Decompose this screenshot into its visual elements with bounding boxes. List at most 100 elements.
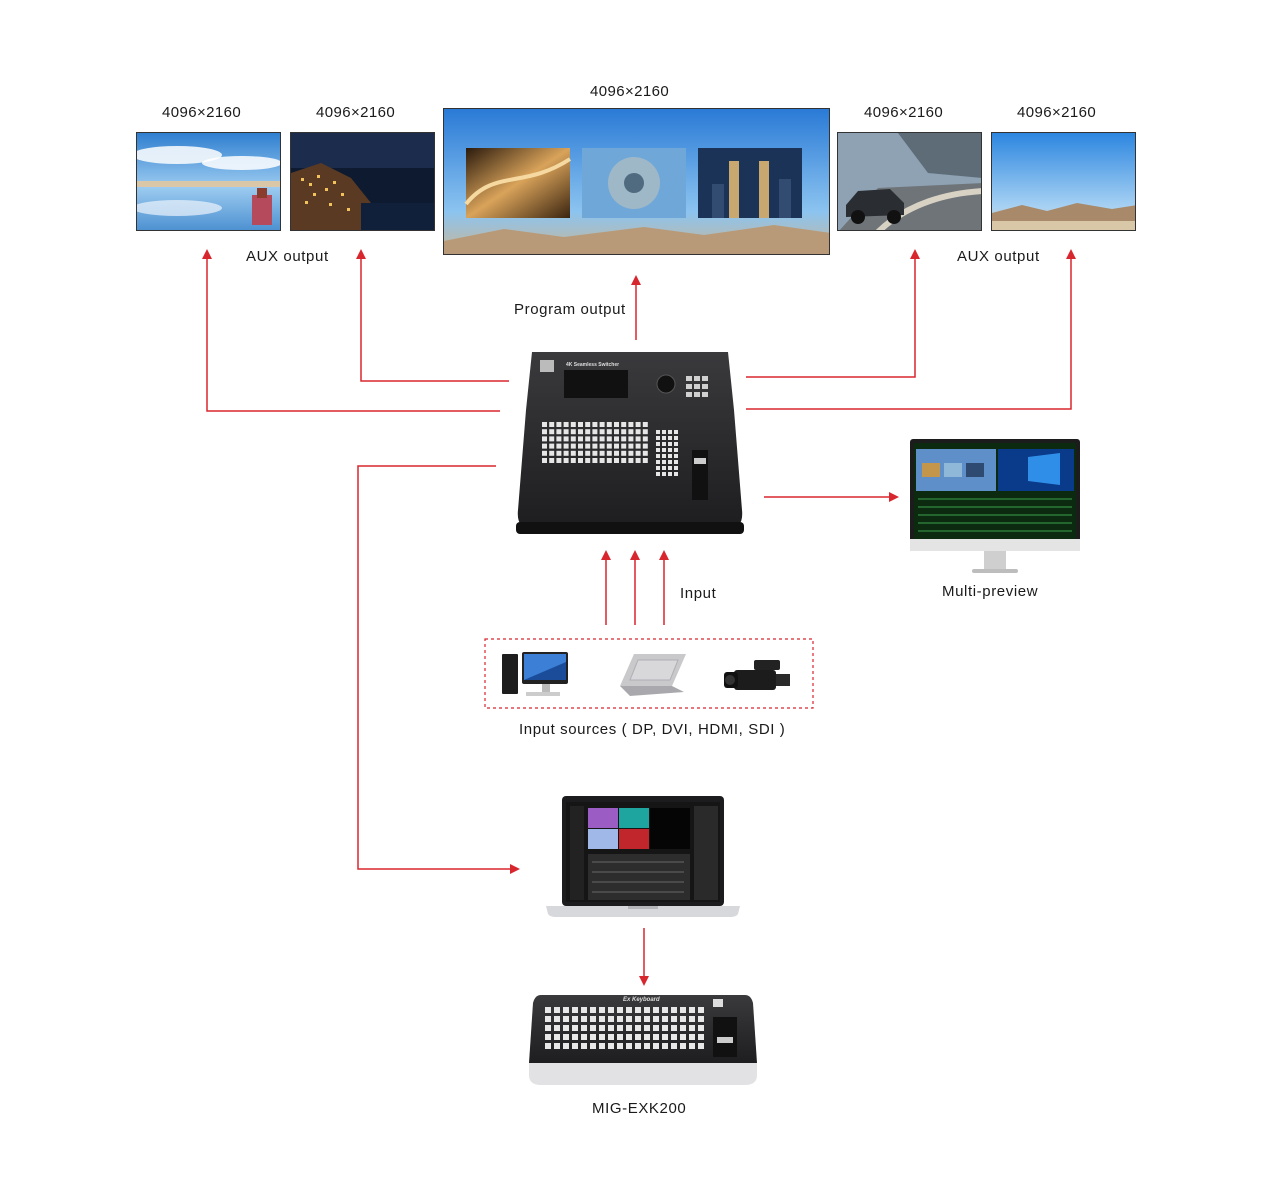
key bbox=[599, 450, 605, 456]
key bbox=[689, 1034, 695, 1040]
key bbox=[614, 458, 619, 463]
key bbox=[628, 443, 634, 449]
key bbox=[674, 430, 678, 434]
key bbox=[556, 458, 562, 463]
key bbox=[578, 422, 583, 427]
key bbox=[626, 1025, 632, 1031]
key bbox=[585, 458, 591, 463]
key bbox=[572, 1025, 578, 1031]
key bbox=[614, 443, 619, 449]
key bbox=[644, 1034, 650, 1040]
key bbox=[621, 422, 627, 427]
key bbox=[608, 1007, 614, 1013]
switcher-title: 4K Seamless Switcher bbox=[566, 362, 620, 368]
key bbox=[549, 429, 555, 435]
key bbox=[656, 466, 660, 470]
keyboard-model-label: MIG-EXK200 bbox=[592, 1100, 687, 1117]
key bbox=[680, 1007, 686, 1013]
key bbox=[621, 429, 627, 435]
key bbox=[581, 1025, 587, 1031]
key bbox=[599, 1016, 605, 1022]
key bbox=[578, 429, 583, 435]
desktop-pc-source bbox=[502, 652, 570, 698]
key bbox=[592, 443, 598, 449]
key bbox=[590, 1043, 596, 1049]
key bbox=[606, 429, 612, 435]
key bbox=[545, 1034, 551, 1040]
key bbox=[626, 1043, 632, 1049]
aux2-resolution: 4096×2160 bbox=[316, 104, 396, 121]
key bbox=[656, 448, 660, 452]
key bbox=[549, 450, 555, 456]
key bbox=[642, 450, 648, 456]
program-resolution: 4096×2160 bbox=[590, 83, 670, 100]
key bbox=[628, 429, 634, 435]
key bbox=[542, 422, 547, 427]
key bbox=[592, 436, 598, 442]
key bbox=[572, 1034, 578, 1040]
key bbox=[606, 443, 612, 449]
key bbox=[662, 472, 666, 476]
key bbox=[556, 429, 562, 435]
key bbox=[549, 458, 555, 463]
key bbox=[642, 429, 648, 435]
key bbox=[592, 429, 598, 435]
key bbox=[563, 458, 569, 463]
key bbox=[662, 1043, 668, 1049]
key bbox=[606, 458, 612, 463]
key bbox=[599, 1034, 605, 1040]
key bbox=[635, 1025, 641, 1031]
key bbox=[628, 436, 634, 442]
laptop-source bbox=[616, 652, 688, 698]
arrow-aux1 bbox=[202, 249, 500, 412]
key bbox=[668, 430, 672, 434]
key bbox=[572, 1016, 578, 1022]
arrow-aux2 bbox=[356, 249, 509, 382]
input-label: Input bbox=[680, 585, 717, 602]
aux4-resolution: 4096×2160 bbox=[1017, 104, 1097, 121]
key bbox=[671, 1043, 677, 1049]
key bbox=[570, 458, 576, 463]
key bbox=[563, 1025, 569, 1031]
key bbox=[635, 443, 641, 449]
key bbox=[674, 454, 678, 458]
key bbox=[689, 1025, 695, 1031]
key bbox=[570, 450, 576, 456]
key bbox=[554, 1007, 560, 1013]
aux-output-label-left: AUX output bbox=[246, 248, 329, 265]
key bbox=[617, 1007, 623, 1013]
keyboard-title: Ex Keyboard bbox=[623, 997, 660, 1003]
key bbox=[644, 1016, 650, 1022]
key bbox=[635, 436, 641, 442]
key bbox=[563, 1034, 569, 1040]
key bbox=[545, 1025, 551, 1031]
key bbox=[674, 472, 678, 476]
key bbox=[680, 1034, 686, 1040]
key bbox=[674, 460, 678, 464]
key bbox=[689, 1043, 695, 1049]
key bbox=[581, 1034, 587, 1040]
key bbox=[549, 436, 555, 442]
key bbox=[599, 1043, 605, 1049]
key bbox=[606, 422, 612, 427]
key bbox=[599, 1007, 605, 1013]
key bbox=[554, 1016, 560, 1022]
key bbox=[674, 448, 678, 452]
key bbox=[570, 422, 576, 427]
key bbox=[599, 436, 605, 442]
key bbox=[662, 436, 666, 440]
aux1-resolution: 4096×2160 bbox=[162, 104, 242, 121]
key bbox=[671, 1016, 677, 1022]
key bbox=[689, 1016, 695, 1022]
key bbox=[608, 1016, 614, 1022]
aux-output-label-right: AUX output bbox=[957, 248, 1040, 265]
key bbox=[563, 450, 569, 456]
key bbox=[662, 454, 666, 458]
key bbox=[585, 436, 591, 442]
ex-keyboard: Ex Keyboard bbox=[527, 993, 759, 1089]
key bbox=[549, 443, 555, 449]
key bbox=[606, 450, 612, 456]
key bbox=[635, 429, 641, 435]
key bbox=[590, 1016, 596, 1022]
